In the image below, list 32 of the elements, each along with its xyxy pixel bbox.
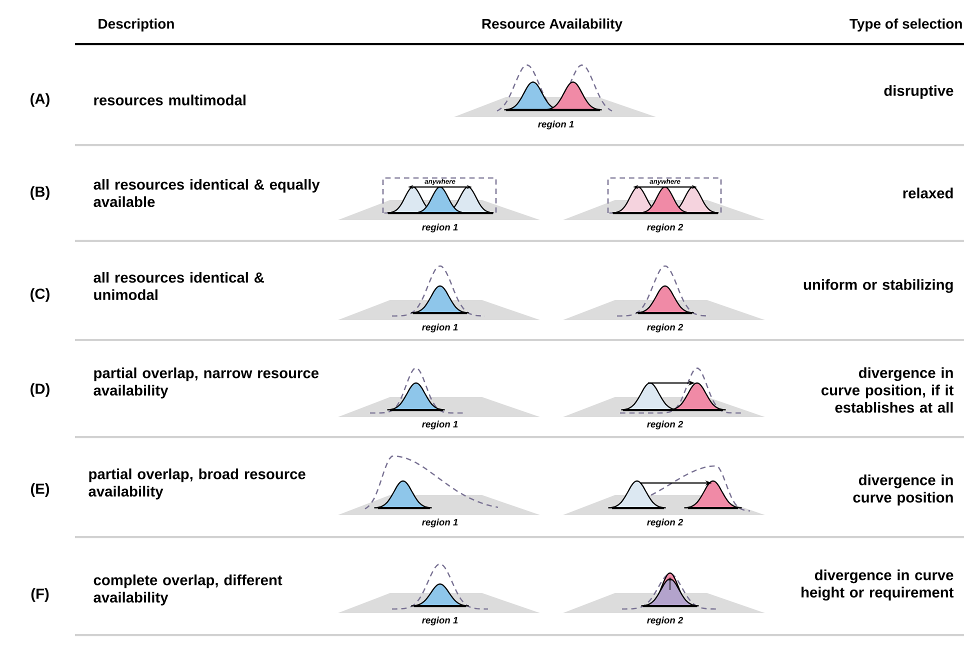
column-header: Resource Availability: [482, 18, 622, 32]
description-text: partial overlap, narrow resource availability: [94, 368, 319, 398]
row-letter: (C): [30, 288, 50, 302]
row-letter: (F): [31, 588, 49, 602]
row-letter: (B): [30, 186, 50, 200]
selection-text: divergence in curve position, if it establishes at all: [821, 367, 954, 413]
region-label: region 1: [422, 616, 458, 626]
selection-text: divergence in curve height or requirement: [802, 569, 954, 601]
region-label: region 2: [647, 224, 684, 232]
region-label: region 1: [538, 120, 574, 130]
region-label: region 1: [422, 420, 458, 430]
region-label: region 2: [647, 616, 684, 626]
description-text: all resources identical & equally available: [94, 178, 320, 208]
region-label: region 1: [422, 224, 458, 232]
row-letter: (E): [30, 483, 50, 497]
description-text: all resources identical & unimodal: [94, 272, 264, 300]
region-label: region 2: [647, 420, 684, 430]
column-header: Description: [98, 18, 174, 32]
row-letter: (A): [30, 93, 50, 107]
region-label: region 1: [422, 518, 458, 528]
row-letter: (D): [30, 383, 50, 397]
selection-text: uniform or stabilizing: [804, 279, 953, 293]
description-text: partial overlap, broad resource availability: [88, 468, 306, 500]
selection-text: divergence in curve position: [853, 474, 953, 506]
selection-text: disruptive: [884, 85, 954, 99]
selection-text: relaxed: [903, 188, 953, 198]
region-label: region 1: [422, 324, 458, 332]
region-label: region 2: [647, 518, 684, 528]
region-label: region 2: [647, 324, 684, 332]
description-text: resources multimodal: [94, 94, 246, 106]
column-header: Type of selection: [850, 18, 962, 32]
description-text: complete overlap, different availability: [94, 574, 282, 606]
